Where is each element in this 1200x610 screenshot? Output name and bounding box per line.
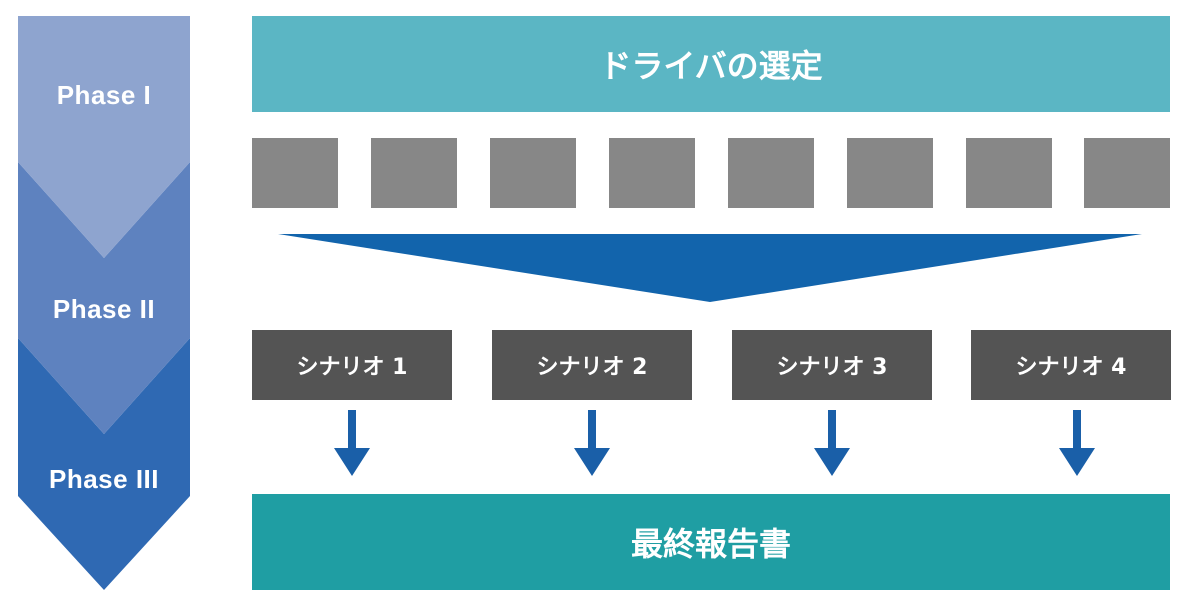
scenario-4-box: シナリオ 4	[971, 330, 1171, 400]
driver-block	[847, 138, 933, 208]
driver-block	[1084, 138, 1170, 208]
driver-block	[490, 138, 576, 208]
phase-1-chevron	[18, 16, 190, 258]
down-arrow-icon	[814, 410, 850, 476]
funnel-triangle	[278, 234, 1142, 302]
funnel-shape	[278, 234, 1142, 302]
down-arrow-icon	[1059, 410, 1095, 476]
driver-block-row	[252, 138, 1170, 208]
driver-block	[966, 138, 1052, 208]
driver-selection-banner: ドライバの選定	[252, 16, 1170, 112]
phase-2-chevron	[18, 162, 190, 434]
down-arrow-icon	[574, 410, 610, 476]
phase-column: Phase I Phase II Phase III	[18, 16, 190, 590]
scenario-3-box: シナリオ 3	[732, 330, 932, 400]
down-arrow-icon	[334, 410, 370, 476]
scenario-1-box: シナリオ 1	[252, 330, 452, 400]
driver-block	[609, 138, 695, 208]
final-report-banner: 最終報告書	[252, 494, 1170, 590]
phase-chevrons	[18, 16, 190, 590]
driver-block	[371, 138, 457, 208]
phase-3-chevron	[18, 338, 190, 590]
driver-block	[728, 138, 814, 208]
driver-block	[252, 138, 338, 208]
phase-1-label: Phase I	[56, 80, 152, 110]
scenario-2-box: シナリオ 2	[492, 330, 692, 400]
phase-3-label: Phase III	[49, 464, 159, 494]
phase-2-label: Phase II	[52, 294, 156, 324]
